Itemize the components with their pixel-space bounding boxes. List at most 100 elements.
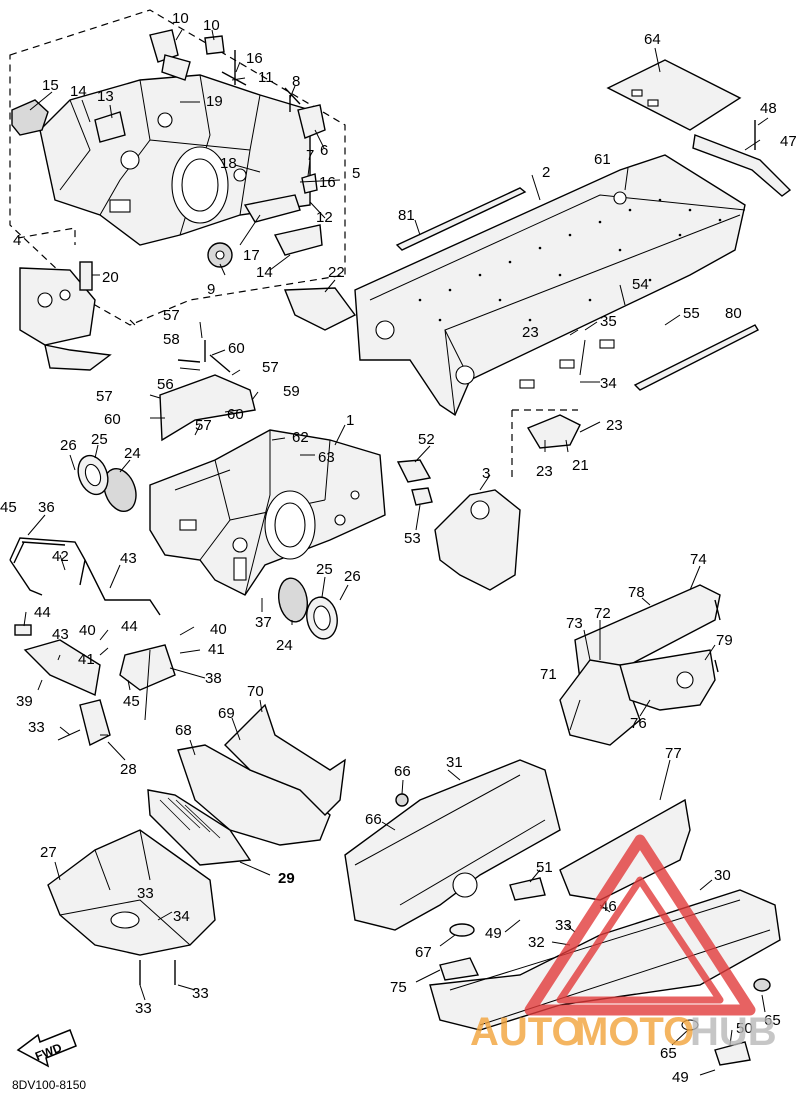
callout-51: 51 (536, 859, 553, 876)
part-1-main-frame (149, 429, 386, 596)
callout-30: 30 (714, 867, 731, 884)
callout-25a: 25 (91, 431, 108, 448)
callout-60c: 60 (227, 406, 244, 423)
callout-45b: 45 (123, 693, 140, 710)
callout-69: 69 (218, 705, 235, 722)
callout-32: 32 (528, 934, 545, 951)
callout-6: 6 (320, 142, 328, 159)
callout-74: 74 (690, 551, 707, 568)
callout-81: 81 (398, 207, 415, 224)
callout-41b: 41 (208, 641, 225, 658)
callout-17: 17 (243, 247, 260, 264)
callout-23a: 23 (522, 324, 539, 341)
callout-57c: 57 (96, 388, 113, 405)
callout-labels: 1 2 3 4 5 6 7 8 9 10 10 11 12 13 14 14 1… (0, 10, 797, 1086)
callout-25b: 25 (316, 561, 333, 578)
callout-65a: 65 (764, 1012, 781, 1029)
callout-38: 38 (205, 670, 222, 687)
callout-44a: 44 (34, 604, 51, 621)
callout-29: 29 (278, 870, 295, 887)
callout-42: 42 (52, 548, 69, 565)
part-36-handle (9, 537, 176, 747)
callout-9: 9 (207, 281, 215, 298)
part-31-skid (344, 759, 561, 937)
callout-4: 4 (13, 232, 21, 249)
callout-66a: 66 (394, 763, 411, 780)
callout-60a: 60 (228, 340, 245, 357)
front-frame-group (9, 9, 357, 371)
watermark: AUTO MOTO HUB (470, 834, 777, 1054)
callout-20: 20 (102, 269, 119, 286)
callout-10a: 10 (172, 10, 189, 27)
callout-24b: 24 (276, 637, 293, 654)
part-3-bracket (396, 459, 521, 591)
callout-26a: 26 (60, 437, 77, 454)
callout-1: 1 (346, 412, 354, 429)
callout-23b: 23 (606, 417, 623, 434)
callout-22: 22 (328, 264, 345, 281)
callout-79: 79 (716, 632, 733, 649)
part-2-tunnel (354, 154, 746, 417)
callout-24a: 24 (124, 445, 141, 462)
callout-23c: 23 (536, 463, 553, 480)
upper-frame-56 (159, 340, 256, 442)
watermark-text-moto: MOTO (575, 1010, 694, 1054)
callout-40a: 40 (79, 622, 96, 639)
part-47-bracket (692, 120, 792, 197)
callout-44b: 44 (121, 618, 138, 635)
fwd-arrow-icon: FWD (16, 1029, 77, 1068)
callout-34b: 34 (173, 908, 190, 925)
callout-10b: 10 (203, 17, 220, 34)
callout-39: 39 (16, 693, 33, 710)
callout-75: 75 (390, 979, 407, 996)
callout-43b: 43 (52, 626, 69, 643)
watermark-triangle-inner-icon (556, 876, 724, 1004)
callout-49a: 49 (485, 925, 502, 942)
boots-24-25 (77, 454, 338, 640)
callout-43a: 43 (120, 550, 137, 567)
callout-58: 58 (163, 331, 180, 348)
callout-33e: 33 (137, 885, 154, 902)
callout-61: 61 (594, 151, 611, 168)
callout-59: 59 (283, 383, 300, 400)
callout-16b: 16 (319, 174, 336, 191)
part-80-rail (633, 324, 759, 391)
callout-14a: 14 (70, 83, 87, 100)
callout-78: 78 (628, 584, 645, 601)
part-81-rail (395, 187, 527, 251)
callout-53: 53 (404, 530, 421, 547)
part-27-bumper (47, 829, 216, 985)
callout-26b: 26 (344, 568, 361, 585)
callout-71: 71 (540, 666, 557, 683)
callout-33d: 33 (555, 917, 572, 934)
leader-lines (23, 29, 769, 1076)
watermark-triangle-outer-icon (524, 834, 756, 1016)
callout-35: 35 (600, 313, 617, 330)
callout-72: 72 (594, 605, 611, 622)
callout-34a: 34 (600, 375, 617, 392)
callout-80: 80 (725, 305, 742, 322)
rear-panels-71-79 (559, 584, 721, 746)
callout-66b: 66 (365, 811, 382, 828)
callout-2: 2 (542, 164, 550, 181)
callout-48: 48 (760, 100, 777, 117)
callout-45a: 45 (0, 499, 17, 516)
callout-52: 52 (418, 431, 435, 448)
part-21-bracket (511, 409, 581, 480)
callout-33a: 33 (28, 719, 45, 736)
part-64-mat (606, 59, 742, 131)
callout-36: 36 (38, 499, 55, 516)
callout-57a: 57 (163, 307, 180, 324)
callout-77: 77 (665, 745, 682, 762)
callout-63: 63 (318, 449, 335, 466)
watermark-text-hub: HUB (690, 1010, 777, 1054)
callout-8: 8 (292, 73, 300, 90)
callout-41a: 41 (78, 651, 95, 668)
callout-21: 21 (572, 457, 589, 474)
callout-19: 19 (206, 93, 223, 110)
callout-57d: 57 (195, 417, 212, 434)
callout-14b: 14 (256, 264, 273, 281)
callout-3: 3 (482, 465, 490, 482)
callout-40b: 40 (210, 621, 227, 638)
